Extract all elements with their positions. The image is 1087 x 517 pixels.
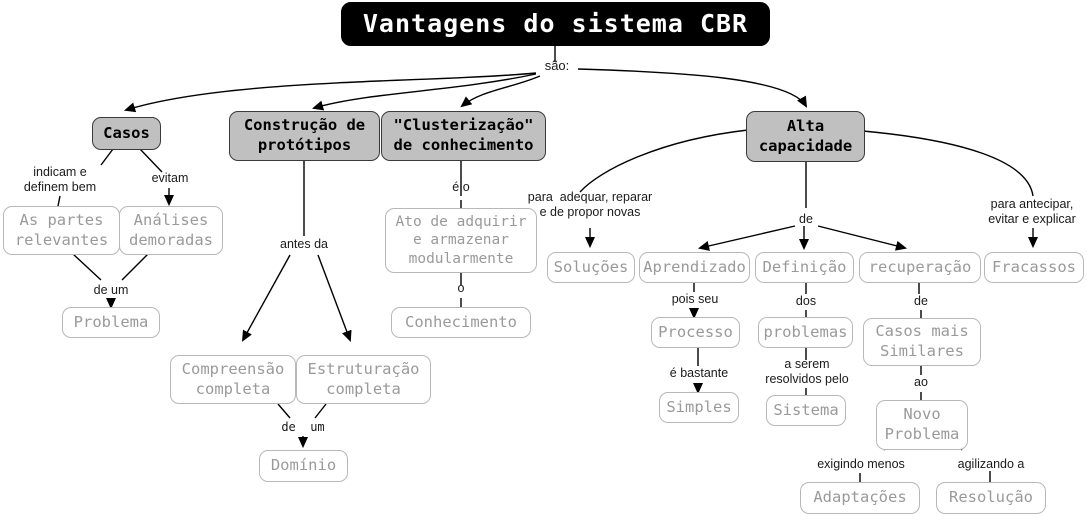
link-label-de-casos-similares: de bbox=[914, 294, 928, 308]
node-adaptacoes[interactable]: Adaptações bbox=[800, 482, 920, 514]
node-analises-demoradas[interactable]: Análises demoradas bbox=[119, 206, 223, 255]
node-casos-mais-similares[interactable]: Casos mais Similares bbox=[863, 318, 981, 366]
node-fracassos[interactable]: Fracassos bbox=[984, 252, 1084, 283]
link-label-a-serem-resolvidos-pelo: a serem resolvidos pelo bbox=[765, 357, 849, 387]
link-label-pois-seu: pois seu bbox=[671, 292, 719, 306]
node-as-partes-relevantes[interactable]: As partes relevantes bbox=[3, 206, 120, 255]
link-label-e-o: é o bbox=[452, 180, 470, 194]
node-estruturacao-completa[interactable]: Estruturação completa bbox=[296, 355, 431, 404]
link-label-ao: ao bbox=[914, 375, 928, 389]
node-aprendizado[interactable]: Aprendizado bbox=[639, 252, 750, 283]
diagram-title: Vantagens do sistema CBR bbox=[341, 2, 770, 46]
node-compreensao-completa[interactable]: Compreensão completa bbox=[170, 355, 296, 404]
node-problemas[interactable]: problemas bbox=[758, 317, 853, 348]
node-recuperacao[interactable]: recuperação bbox=[859, 252, 981, 283]
link-label-dos: dos bbox=[795, 294, 817, 308]
node-problema[interactable]: Problema bbox=[62, 307, 160, 338]
node-novo-problema[interactable]: Novo Problema bbox=[876, 400, 968, 450]
node-conhecimento[interactable]: Conhecimento bbox=[391, 307, 531, 338]
node-definicao[interactable]: Definição bbox=[755, 252, 854, 283]
node-ato-de-adquirir[interactable]: Ato de adquirir e armazenar modularmente bbox=[385, 208, 537, 273]
link-label-e-bastante: é bastante bbox=[669, 366, 729, 380]
node-clusterizacao-de-conhecimento[interactable]: "Clusterização" de conhecimento bbox=[381, 111, 546, 161]
link-label-sao: são: bbox=[544, 58, 570, 73]
link-label-agilizando-a: agilizando a bbox=[957, 457, 1025, 471]
node-alta-capacidade[interactable]: Alta capacidade bbox=[746, 111, 865, 162]
link-label-antes-da: antes da bbox=[280, 237, 328, 251]
node-simples[interactable]: Simples bbox=[659, 392, 739, 423]
link-label-para-antecipar: para antecipar, evitar e explicar bbox=[988, 197, 1076, 227]
link-label-de-alta-capacidade: de bbox=[799, 212, 813, 226]
link-label-o: o bbox=[457, 281, 465, 295]
node-processo[interactable]: Processo bbox=[651, 317, 740, 348]
link-label-indicam-definem-bem: indicam e definem bem bbox=[23, 165, 97, 195]
link-label-evitam: evitam bbox=[151, 171, 189, 185]
node-dominio[interactable]: Domínio bbox=[259, 450, 348, 482]
node-sistema[interactable]: Sistema bbox=[766, 395, 846, 426]
node-construcao-de-prototipos[interactable]: Construção de protótipos bbox=[229, 111, 380, 161]
link-label-de-um-dominio: de um bbox=[281, 420, 325, 434]
node-casos[interactable]: Casos bbox=[92, 117, 161, 150]
link-label-para-adequar-reparar: para adequar, reparar e de propor novas bbox=[527, 190, 653, 220]
node-resolucao[interactable]: Resolução bbox=[936, 482, 1046, 514]
link-label-de-um-problema: de um bbox=[93, 283, 129, 297]
link-label-exigindo-menos: exigindo menos bbox=[817, 457, 905, 471]
node-solucoes[interactable]: Soluções bbox=[547, 252, 635, 283]
